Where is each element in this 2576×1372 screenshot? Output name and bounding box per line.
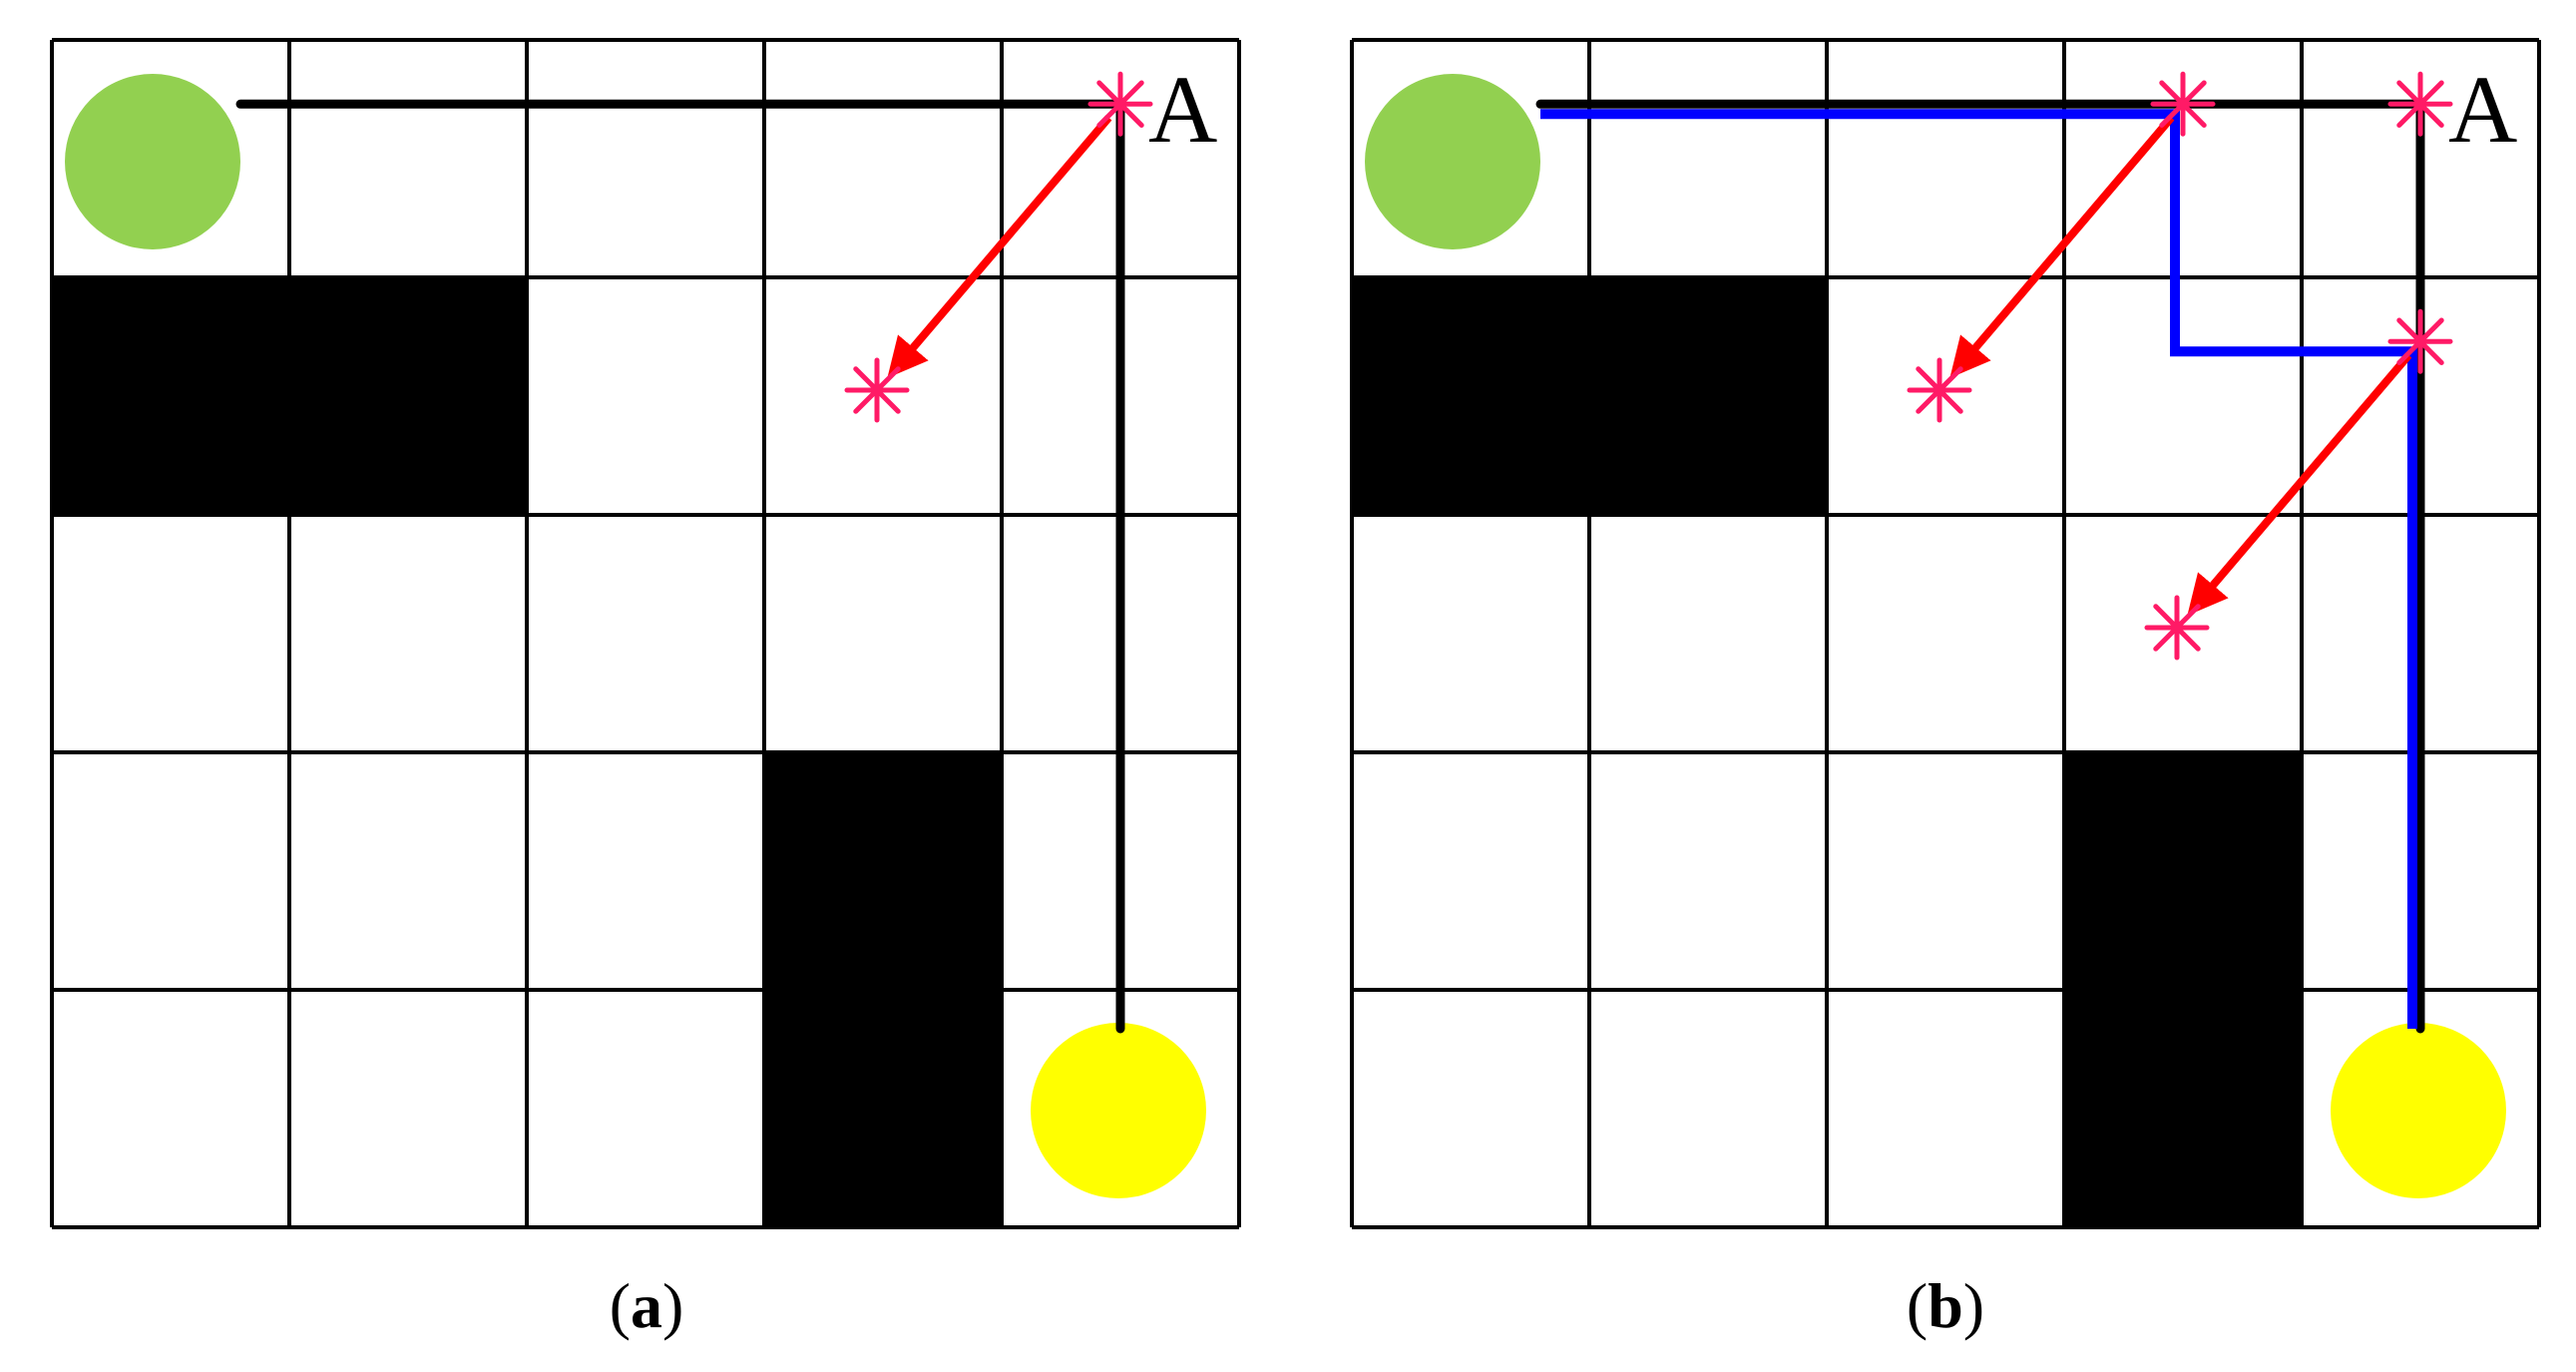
panel-b-caption-letter: b	[1928, 1270, 1963, 1341]
panel-b-star-marker	[2387, 71, 2453, 137]
panel-b-star-marker	[2144, 595, 2210, 661]
panel-a-start-node	[65, 74, 240, 249]
panel-a-goal-node	[1031, 1023, 1206, 1198]
panel-b-star-marker-stroke	[2159, 80, 2207, 128]
panel-a-obstacle-cell	[289, 277, 527, 515]
panel-b-star-marker-stroke	[2396, 317, 2444, 365]
panel-a-obstacle-cell	[52, 277, 289, 515]
panel-b-obstacle-cell	[1589, 277, 1827, 515]
panel-a-star-marker-stroke	[1096, 80, 1144, 128]
panel-a: A	[50, 38, 1241, 1229]
panel-b-caption: (b)	[1907, 1270, 1984, 1341]
panel-b-direction-arrow	[2187, 352, 2412, 616]
panel-a-node-label-A: A	[1148, 56, 1217, 163]
panel-a-obstacle-cell	[764, 990, 1002, 1227]
panel-b-direction-arrow	[1949, 115, 2175, 378]
panel-a-caption-close: )	[662, 1270, 683, 1341]
panel-a-star-marker-stroke	[853, 366, 901, 414]
panel-b-obstacle-cell	[2064, 752, 2302, 990]
panel-b-background	[1352, 40, 2539, 1227]
panel-b-caption-open: (	[1907, 1270, 1928, 1341]
panel-b-star-marker-stroke	[2153, 604, 2201, 652]
panel-b: A	[1350, 38, 2541, 1229]
panel-a-background	[52, 40, 1239, 1227]
panel-a-caption-open: (	[610, 1270, 631, 1341]
panel-a-caption-letter: a	[631, 1270, 662, 1341]
panel-b-obstacle-cell	[1352, 277, 1589, 515]
panel-b-obstacle-cell	[2064, 990, 2302, 1227]
panel-b-star-marker-stroke	[2396, 80, 2444, 128]
panel-b-star-marker	[2150, 71, 2216, 137]
panel-a-star-marker	[1087, 71, 1153, 137]
panel-b-caption-close: )	[1963, 1270, 1984, 1341]
panel-b-star-marker	[2387, 308, 2453, 374]
panel-b-star-marker	[1907, 357, 1972, 423]
panel-b-star-marker-stroke	[1916, 366, 1963, 414]
panel-b-goal-node	[2331, 1023, 2506, 1198]
panel-b-node-label-A: A	[2448, 56, 2517, 163]
panel-b-start-node	[1365, 74, 1540, 249]
panel-a-star-marker	[844, 357, 910, 423]
panel-a-direction-arrow	[887, 115, 1112, 378]
panel-a-caption: (a)	[610, 1270, 684, 1341]
panel-b-optimized-path	[1540, 109, 2417, 1029]
panel-a-obstacle-cell	[764, 752, 1002, 990]
